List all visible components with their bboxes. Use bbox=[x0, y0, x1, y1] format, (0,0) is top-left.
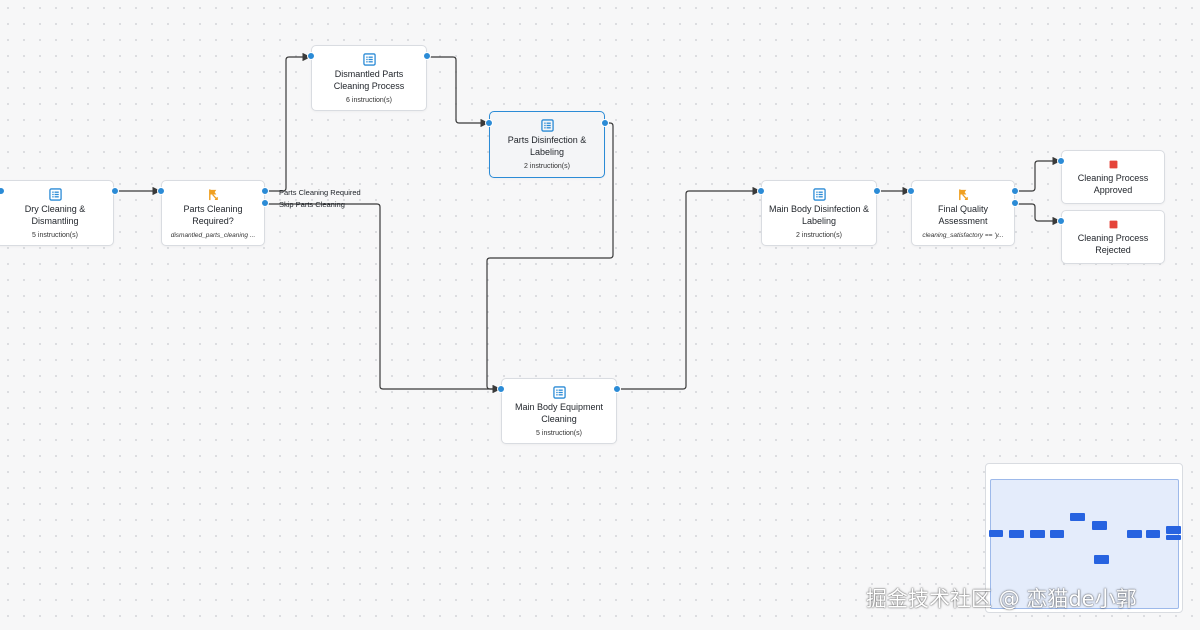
node-title: Parts Cleaning Required? bbox=[183, 204, 243, 226]
node-instruction-count: 2 instruction(s) bbox=[524, 163, 570, 170]
minimap-node bbox=[1009, 530, 1024, 538]
list-icon bbox=[312, 53, 426, 66]
node-instruction-count: 5 instruction(s) bbox=[32, 232, 78, 239]
node-main-body-disinfection[interactable]: Main Body Disinfection & Labeling 2 inst… bbox=[761, 180, 877, 246]
minimap-node bbox=[1050, 530, 1064, 538]
node-title: Main Body Disinfection & Labeling bbox=[768, 204, 870, 226]
minimap-node bbox=[989, 530, 1003, 537]
node-final-quality-assessment[interactable]: Final Quality Assessment cleaning_satisf… bbox=[911, 180, 1015, 246]
node-instruction-count: 6 instruction(s) bbox=[346, 97, 392, 104]
node-dry-cleaning[interactable]: Dry Cleaning & Dismantling 5 instruction… bbox=[0, 180, 114, 246]
port-parts-cleaning-required-out-skip[interactable] bbox=[261, 199, 269, 207]
port-final-quality-in[interactable] bbox=[907, 187, 915, 195]
edge-parts-required-to-dismantled[interactable] bbox=[264, 52, 311, 192]
node-main-body-cleaning[interactable]: Main Body Equipment Cleaning 5 instructi… bbox=[501, 378, 617, 444]
minimap-node bbox=[1092, 521, 1107, 530]
port-approved-in[interactable] bbox=[1057, 157, 1065, 165]
port-main-body-disinfection-out[interactable] bbox=[873, 187, 881, 195]
stop-icon bbox=[1062, 219, 1164, 230]
edge-dismantled-to-parts-disinfection[interactable] bbox=[426, 56, 489, 128]
node-title: Dismantled Parts Cleaning Process bbox=[333, 69, 405, 91]
port-parts-cleaning-required-in[interactable] bbox=[157, 187, 165, 195]
node-cleaning-approved[interactable]: Cleaning Process Approved bbox=[1061, 150, 1165, 204]
minimap-node bbox=[1094, 555, 1109, 564]
minimap-node bbox=[1146, 530, 1160, 538]
list-icon bbox=[0, 188, 113, 201]
edge-main-body-to-main-disinfection[interactable] bbox=[617, 186, 761, 390]
node-condition-expression: cleaning_satisfactory == 'y... bbox=[922, 232, 1004, 239]
node-title: Parts Disinfection & Labeling bbox=[507, 135, 587, 157]
minimap-node bbox=[1127, 530, 1142, 538]
port-rejected-in[interactable] bbox=[1057, 217, 1065, 225]
minimap[interactable] bbox=[985, 463, 1183, 613]
node-instruction-count: 5 instruction(s) bbox=[536, 430, 582, 437]
port-final-quality-out-approved[interactable] bbox=[1011, 187, 1019, 195]
branch-label-skip-parts-cleaning: Skip Parts Cleaning bbox=[279, 200, 345, 209]
port-dry-cleaning-in[interactable] bbox=[0, 187, 5, 195]
node-condition-expression: dismantled_parts_cleaning ... bbox=[170, 232, 256, 239]
port-main-body-cleaning-in[interactable] bbox=[497, 385, 505, 393]
node-title: Main Body Equipment Cleaning bbox=[514, 402, 604, 424]
edge-parts-required-skip-to-main-body[interactable] bbox=[264, 203, 501, 394]
list-icon bbox=[502, 386, 616, 399]
node-dismantled-parts-cleaning[interactable]: Dismantled Parts Cleaning Process 6 inst… bbox=[311, 45, 427, 111]
minimap-node bbox=[1070, 513, 1085, 521]
port-parts-disinfection-out[interactable] bbox=[601, 119, 609, 127]
minimap-node bbox=[1166, 535, 1181, 540]
edge-final-quality-to-rejected[interactable] bbox=[1015, 203, 1061, 226]
node-cleaning-rejected[interactable]: Cleaning Process Rejected bbox=[1061, 210, 1165, 264]
port-dismantled-parts-in[interactable] bbox=[307, 52, 315, 60]
watermark-text: 掘金技术社区 @ 恋猫de小郭 bbox=[866, 587, 1137, 611]
node-parts-cleaning-required[interactable]: Parts Cleaning Required? dismantled_part… bbox=[161, 180, 265, 246]
port-dismantled-parts-out[interactable] bbox=[423, 52, 431, 60]
port-main-body-disinfection-in[interactable] bbox=[757, 187, 765, 195]
minimap-node bbox=[1030, 530, 1045, 538]
list-icon bbox=[762, 188, 876, 201]
node-title: Cleaning Process Approved bbox=[1077, 173, 1149, 195]
list-icon bbox=[490, 119, 604, 132]
branch-label-parts-cleaning-required: Parts Cleaning Required bbox=[279, 188, 361, 197]
node-instruction-count: 2 instruction(s) bbox=[796, 232, 842, 239]
branch-icon bbox=[912, 188, 1014, 201]
stop-icon bbox=[1062, 159, 1164, 170]
port-final-quality-out-rejected[interactable] bbox=[1011, 199, 1019, 207]
minimap-node bbox=[1166, 526, 1181, 534]
node-title: Cleaning Process Rejected bbox=[1077, 233, 1149, 255]
port-parts-cleaning-required-out-yes[interactable] bbox=[261, 187, 269, 195]
port-dry-cleaning-out[interactable] bbox=[111, 187, 119, 195]
port-main-body-cleaning-out[interactable] bbox=[613, 385, 621, 393]
edge-final-quality-to-approved[interactable] bbox=[1015, 156, 1061, 192]
node-title: Final Quality Assessment bbox=[937, 204, 989, 226]
minimap-viewport[interactable] bbox=[990, 479, 1179, 609]
port-parts-disinfection-in[interactable] bbox=[485, 119, 493, 127]
branch-icon bbox=[162, 188, 264, 201]
node-title: Dry Cleaning & Dismantling bbox=[24, 204, 86, 226]
node-parts-disinfection[interactable]: Parts Disinfection & Labeling 2 instruct… bbox=[489, 111, 605, 178]
